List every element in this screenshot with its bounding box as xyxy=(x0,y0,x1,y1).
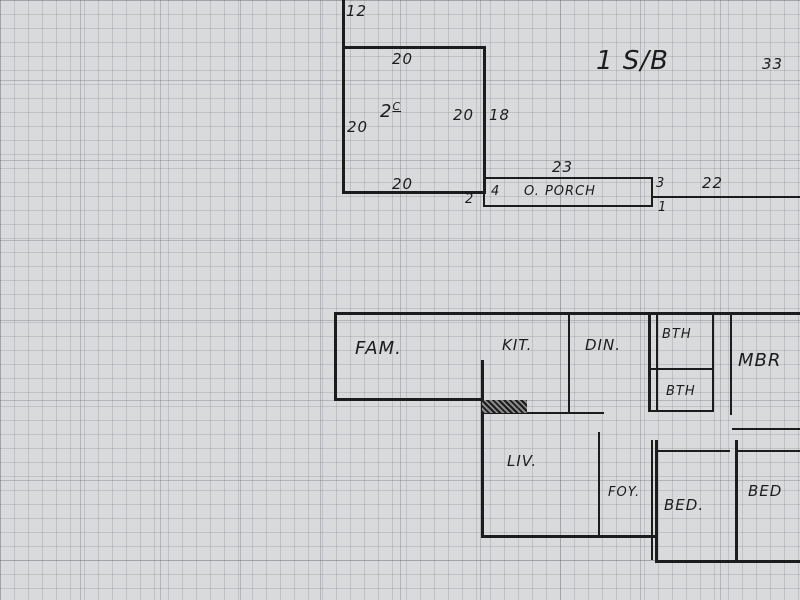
stories-label: 1 S/B xyxy=(596,46,669,76)
porch-top-wall xyxy=(483,177,653,179)
room-bedroom1-label: BED. xyxy=(664,496,705,514)
bedroom-left-wall-outer xyxy=(655,440,658,563)
kitchen-bottom-wall xyxy=(484,412,604,414)
garage-bottom-wall xyxy=(342,191,486,194)
master-left-wall xyxy=(730,315,732,415)
bedroom1-right-wall xyxy=(735,440,738,563)
room-family-label: FAM. xyxy=(355,338,402,359)
bedroom1-top-wall xyxy=(658,450,730,452)
porch-dim-top: 23 xyxy=(552,158,574,176)
porch-dim-right-bottom: 1 xyxy=(658,200,668,215)
garage-label-superscript: C xyxy=(392,100,402,113)
bedroom2-top-wall xyxy=(738,450,800,452)
garage-top-wall xyxy=(342,46,486,49)
top-left-number: 12 xyxy=(346,2,368,20)
garage-dim-top: 20 xyxy=(392,50,414,68)
house-bottom-wall xyxy=(655,560,800,563)
garage-dim-left: 20 xyxy=(347,118,369,136)
porch-dim-left-inner: 4 xyxy=(491,184,501,199)
room-foyer-label: FOY. xyxy=(608,485,641,500)
porch-dim-line-right-number: 22 xyxy=(702,174,724,192)
garage-dim-outer-right: 18 xyxy=(489,106,511,124)
house-top-wall xyxy=(334,312,800,315)
fireplace-hatch xyxy=(482,400,527,413)
house-left-wall xyxy=(334,312,337,400)
foyer-left-wall xyxy=(598,432,600,535)
porch-dim-right-top: 3 xyxy=(656,176,666,191)
bedroom1-left-wall xyxy=(651,440,653,560)
room-bath1-label: BTH xyxy=(662,327,692,342)
porch-right-wall xyxy=(651,177,653,207)
room-dining-label: DIN. xyxy=(585,336,621,354)
family-bottom-wall xyxy=(334,398,482,401)
kitchen-dining-partition xyxy=(568,315,570,412)
porch-dim-line-right xyxy=(653,196,800,198)
dining-bath-partition xyxy=(648,315,651,412)
garage-left-wall xyxy=(342,46,345,194)
room-bath2-label: BTH xyxy=(666,384,696,399)
porch-dim-left-outer: 2 xyxy=(465,192,475,207)
room-master-bedroom-label: MBR xyxy=(738,350,782,371)
garage-extension-line xyxy=(342,0,345,48)
master-bottom-wall xyxy=(732,428,800,430)
room-bedroom2-label: BED xyxy=(748,482,783,500)
bath-bottom-wall xyxy=(651,410,713,412)
garage-dim-right: 20 xyxy=(453,106,475,124)
room-kitchen-label: KIT. xyxy=(502,336,533,354)
bath-divider xyxy=(651,368,713,370)
living-bottom-wall xyxy=(481,535,658,538)
porch-bottom-wall xyxy=(483,205,653,207)
bath-inner-left-wall xyxy=(656,315,658,412)
porch-label: O. PORCH xyxy=(524,184,596,199)
garage-right-wall xyxy=(483,46,486,194)
garage-label: 2C xyxy=(380,100,402,122)
porch-left-wall xyxy=(483,177,485,207)
far-right-number: 33 xyxy=(762,55,784,73)
bath-right-wall xyxy=(712,315,714,412)
room-living-label: LIV. xyxy=(507,452,538,470)
garage-dim-bottom: 20 xyxy=(392,175,414,193)
living-left-wall xyxy=(481,360,484,538)
